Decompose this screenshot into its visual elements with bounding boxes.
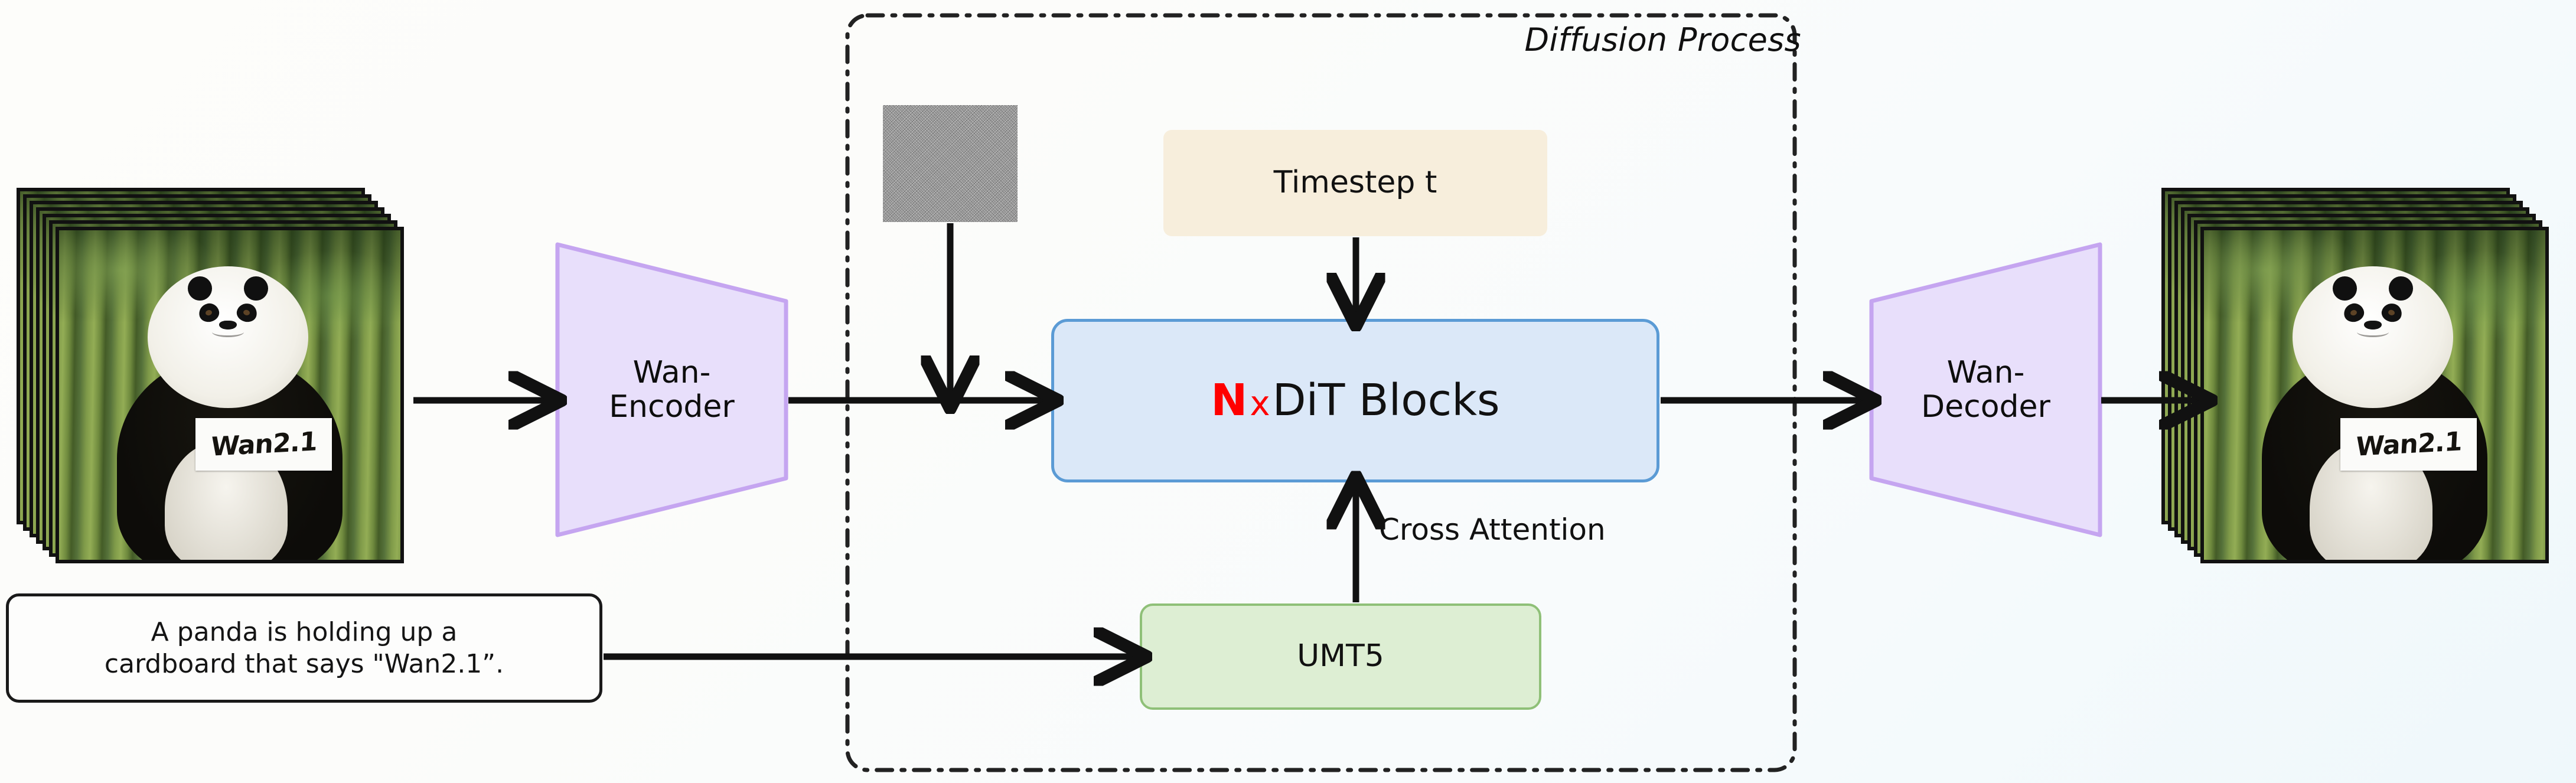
prompt-line-2: cardboard that says "Wan2.1”. (104, 648, 504, 679)
umt5-label: UMT5 (1297, 638, 1384, 674)
dit-blocks-text: DiT Blocks (1272, 375, 1500, 426)
dit-times-symbol: x (1250, 383, 1270, 424)
dit-multiplier: N (1211, 375, 1248, 426)
cross-attention-edge-label: Cross Attention (1379, 513, 1606, 547)
noise-patch-icon (883, 105, 1018, 222)
prompt-text-box[interactable]: A panda is holding up a cardboard that s… (6, 593, 602, 703)
input-video-frame-stack: Wan2.1 Wan2.1 Wan2.1 Wan2.1 Wan2.1 (17, 188, 406, 566)
output-video-frame-stack: Wan2.1 Wan2.1 Wan2.1 Wan2.1 Wan2.1 (2161, 188, 2551, 566)
video-frame-front: Wan2.1 (2200, 227, 2549, 563)
video-frame-front: Wan2.1 (56, 227, 404, 563)
timestep-node[interactable]: Timestep t (1163, 130, 1547, 236)
timestep-label: Timestep t (1273, 165, 1437, 201)
diffusion-process-label: Diffusion Process (1524, 21, 1801, 58)
dit-blocks-label: NxDiT Blocks (1211, 374, 1499, 427)
umt5-text-encoder-node[interactable]: UMT5 (1140, 603, 1541, 710)
dit-blocks-node[interactable]: NxDiT Blocks (1051, 319, 1659, 482)
prompt-line-1: A panda is holding up a (151, 616, 458, 647)
